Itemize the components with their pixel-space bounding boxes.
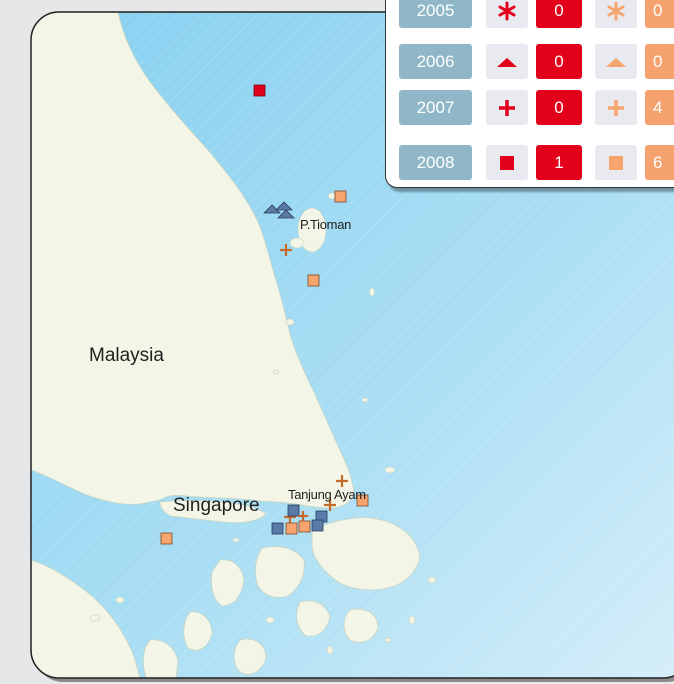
legend-row-2005: 2005 0 0 — [399, 0, 674, 28]
label-tioman: P.Tioman — [300, 217, 352, 232]
marker-blue-triangle-icon — [277, 209, 295, 219]
count-red: 0 — [536, 44, 582, 79]
count-orange: 6 — [645, 145, 674, 180]
label-singapore: Singapore — [173, 495, 260, 516]
marker-orange-cross-icon — [280, 244, 292, 256]
cross-icon — [595, 90, 637, 125]
marker-orange-cross-icon — [336, 475, 348, 487]
marker-orange-square-icon — [285, 522, 298, 535]
malay-peninsula — [31, 12, 355, 509]
marker-orange-square-icon — [298, 520, 311, 533]
count-orange: 4 — [645, 90, 674, 125]
count-orange: 0 — [645, 0, 674, 28]
singapore-island — [159, 500, 267, 524]
year-cell: 2008 — [399, 145, 472, 180]
marker-red-square-icon — [253, 84, 266, 97]
cross-icon — [486, 90, 528, 125]
label-malaysia: Malaysia — [89, 345, 164, 366]
square-icon — [595, 145, 637, 180]
legend-row-2008: 2008 1 6 — [399, 145, 674, 180]
count-orange: 0 — [645, 44, 674, 79]
marker-orange-cross-icon — [324, 499, 336, 511]
riau-island-bintan — [311, 517, 421, 591]
asterisk-icon — [595, 0, 637, 28]
marker-blue-triangle-icon — [263, 204, 281, 214]
marker-orange-square-icon — [356, 494, 369, 507]
marker-orange-square-icon — [160, 532, 173, 545]
marker-orange-square-icon — [307, 274, 320, 287]
asterisk-icon — [486, 0, 528, 28]
label-tanjung-ayam: Tanjung Ayam — [288, 487, 366, 502]
marker-blue-square-icon — [311, 519, 324, 532]
count-red: 0 — [536, 90, 582, 125]
marker-orange-square-icon — [334, 190, 347, 203]
marker-blue-triangle-icon — [275, 201, 293, 211]
year-cell: 2007 — [399, 90, 472, 125]
marker-blue-square-icon — [287, 504, 300, 517]
square-icon — [486, 145, 528, 180]
legend-row-2007: 2007 0 4 — [399, 90, 674, 125]
triangle-icon — [486, 44, 528, 79]
legend-row-2006: 2006 0 0 — [399, 44, 674, 79]
year-cell: 2005 — [399, 0, 472, 28]
marker-blue-square-icon — [271, 522, 284, 535]
year-cell: 2006 — [399, 44, 472, 79]
count-red: 1 — [536, 145, 582, 180]
triangle-icon — [595, 44, 637, 79]
count-red: 0 — [536, 0, 582, 28]
legend-table: 2005 0 0 2006 0 0 2007 0 4 2008 — [385, 0, 674, 188]
incident-markers — [160, 84, 369, 545]
